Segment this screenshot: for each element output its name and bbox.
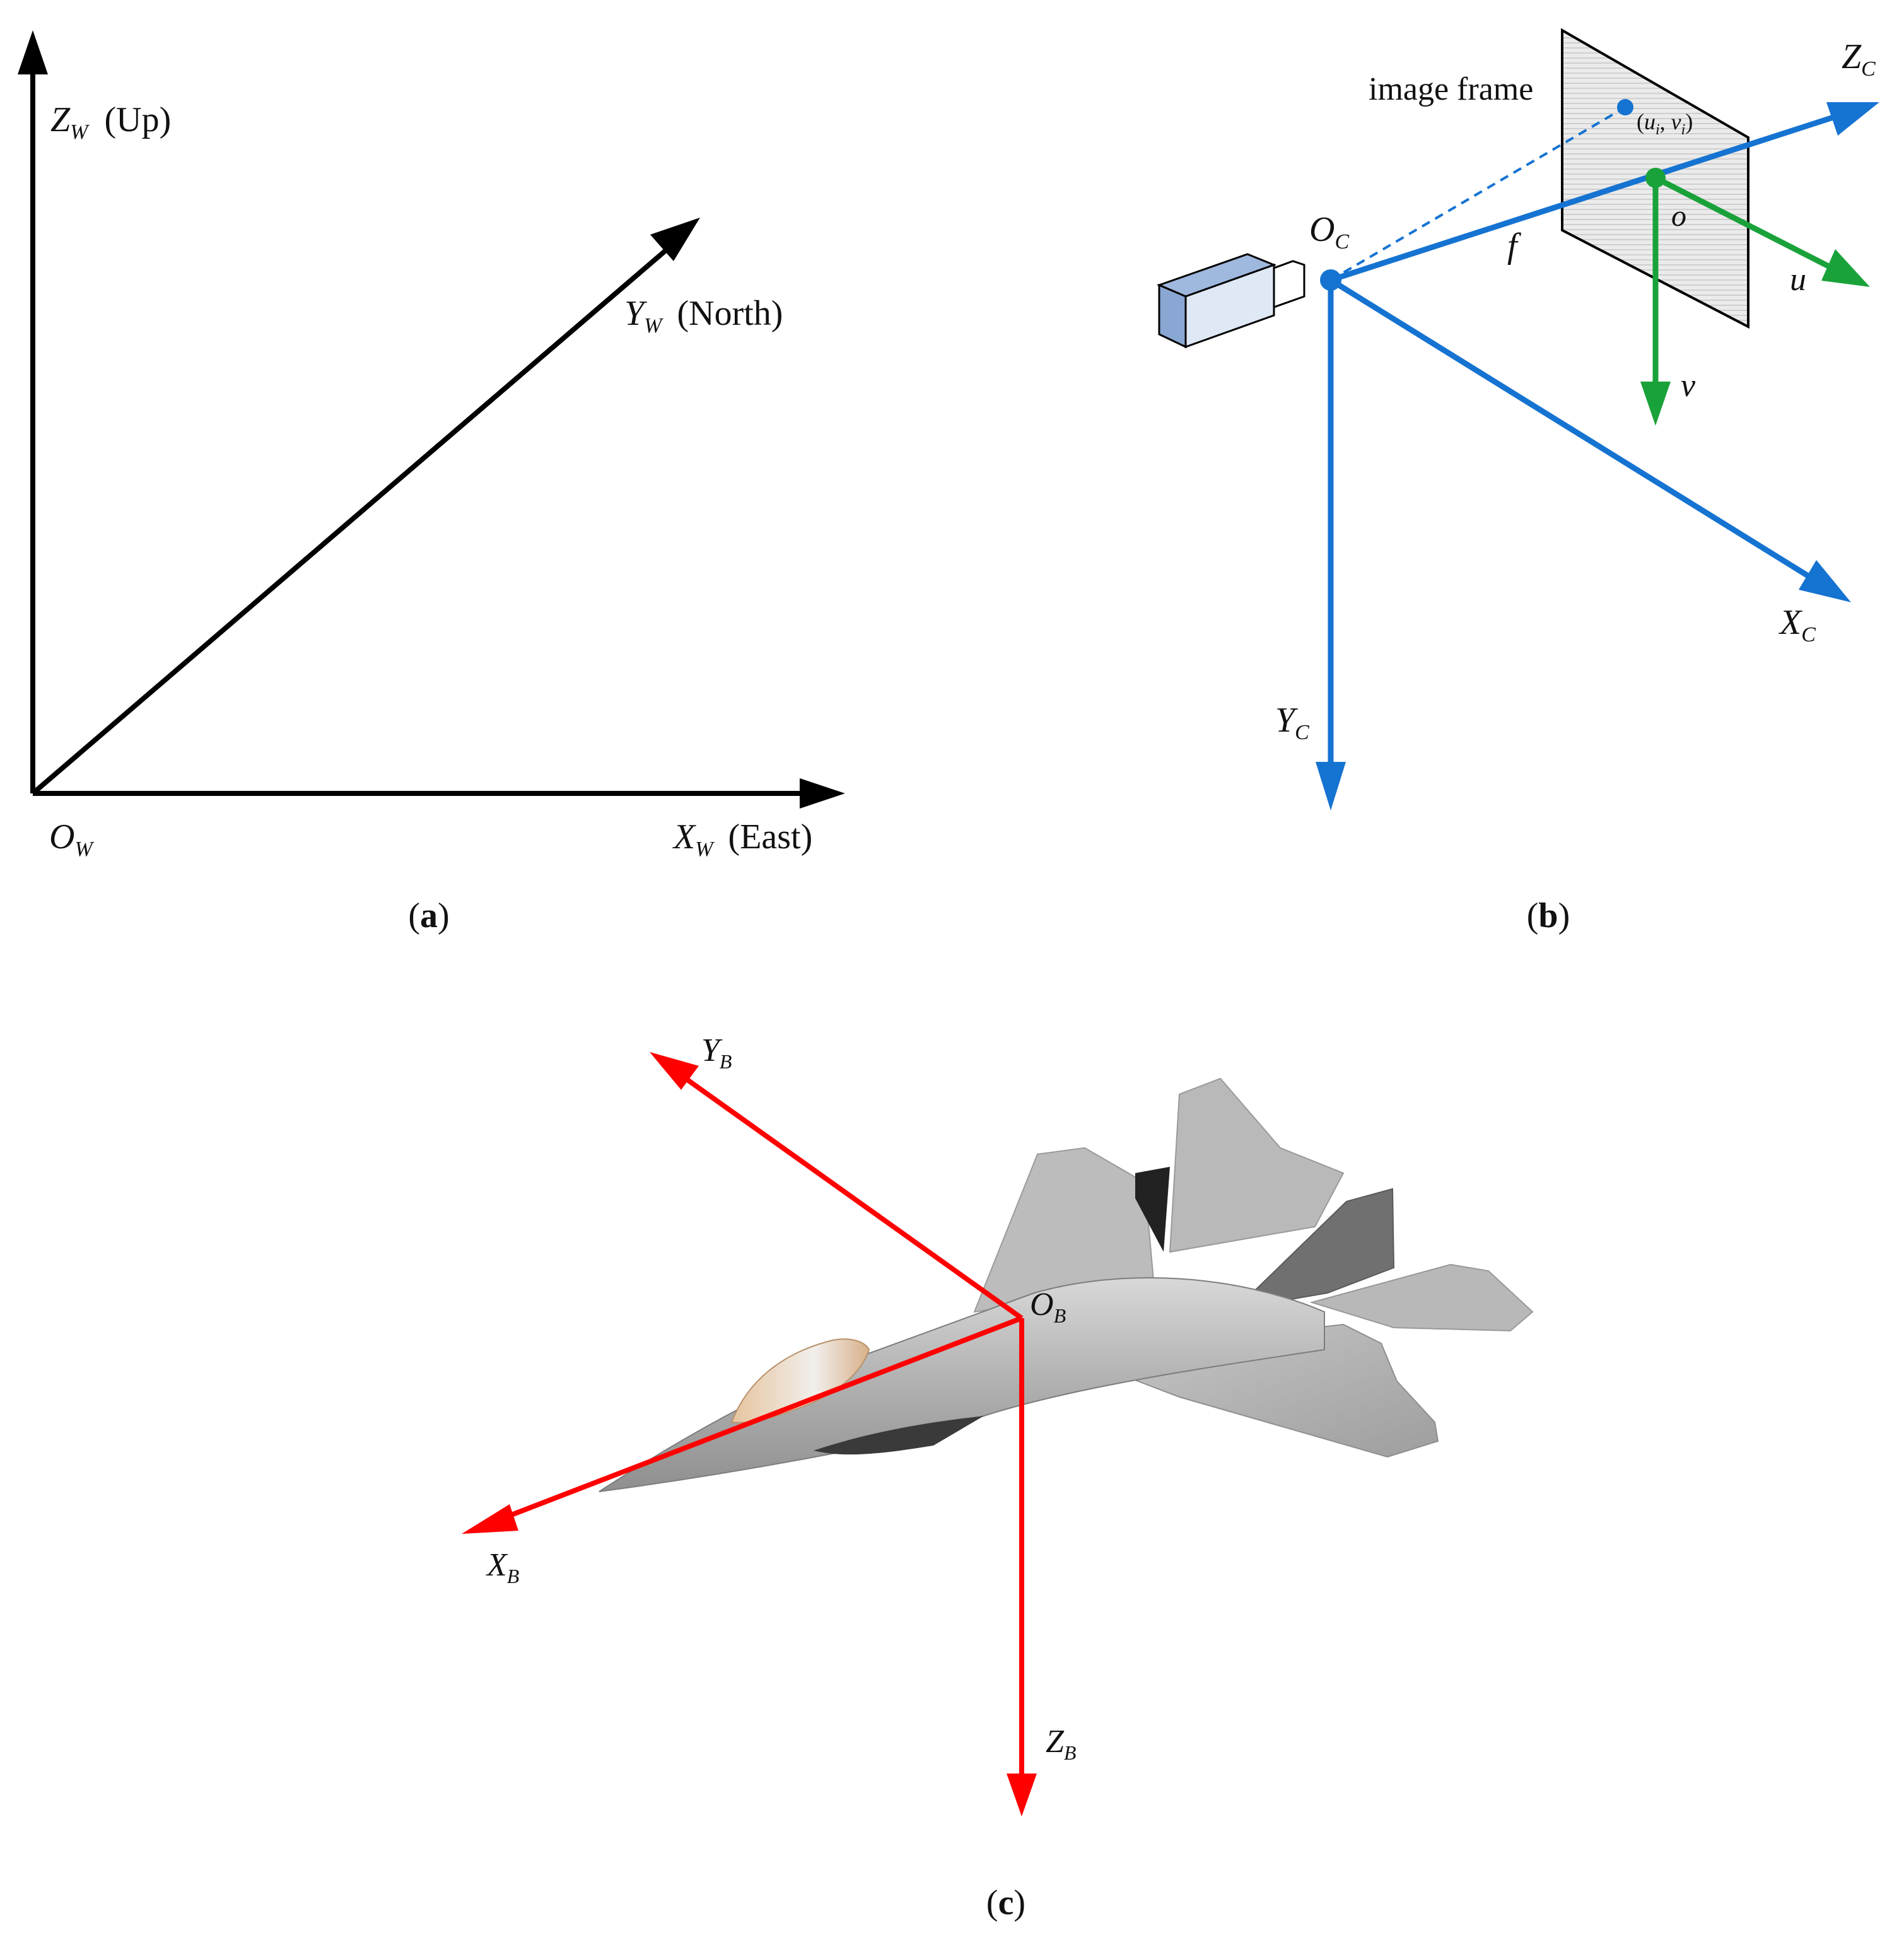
z-b-axis-arrow <box>1007 1318 1037 1816</box>
u-axis-label: u <box>1790 262 1806 298</box>
o-b-origin-label: OB <box>1030 1287 1066 1327</box>
y-b-axis-arrow <box>650 1052 1024 1321</box>
x-w-axis-label: XW(East) <box>672 817 812 861</box>
camera-origin-point <box>1320 269 1341 291</box>
fighter-jet-model <box>599 1077 1534 1492</box>
principal-point <box>1645 168 1666 188</box>
z-b-axis-label: ZB <box>1046 1724 1076 1764</box>
projection-ray-dashed <box>1329 106 1627 281</box>
y-c-axis-label: YC <box>1275 701 1309 744</box>
panel-a-world-frame: ZW(Up) YW(North) XW(East) OW (a) <box>18 30 845 935</box>
z-w-axis-label: ZW(Up) <box>50 100 171 144</box>
z-c-axis-label: ZC <box>1842 37 1876 81</box>
x-b-axis-arrow <box>462 1316 1023 1534</box>
panel-c-body-frame: OB XB YB ZB (c) <box>462 1032 1534 1922</box>
x-b-axis-label: XB <box>486 1547 519 1587</box>
u-axis-arrow <box>1654 175 1870 287</box>
principal-point-label: o <box>1671 199 1686 233</box>
z-c-axis-arrow <box>1329 102 1879 283</box>
image-frame-label: image frame <box>1369 71 1533 107</box>
x-w-axis-arrow <box>33 778 845 809</box>
o-c-origin-label: OC <box>1309 210 1349 254</box>
image-point-ui-vi <box>1617 99 1633 115</box>
panel-c-caption: (c) <box>986 1883 1025 1922</box>
o-w-origin-label: OW <box>49 817 94 861</box>
panel-a-caption: (a) <box>408 896 449 935</box>
image-point-label: (ui, vi) <box>1637 109 1693 138</box>
camera-icon <box>1156 253 1305 349</box>
x-c-axis-label: XC <box>1778 603 1816 646</box>
y-b-axis-label: YB <box>701 1032 732 1073</box>
panel-b-camera-frame: image frame (ui, vi) OC f o u v ZC XC YC… <box>1156 28 1879 935</box>
x-c-axis-arrow <box>1329 278 1851 602</box>
v-axis-arrow <box>1640 178 1671 426</box>
v-axis-label: v <box>1681 368 1696 404</box>
focal-length-label: f <box>1507 226 1522 266</box>
y-w-axis-arrow <box>31 218 700 796</box>
y-c-axis-arrow <box>1316 280 1346 810</box>
z-w-axis-arrow <box>18 30 48 793</box>
panel-b-caption: (b) <box>1527 896 1570 935</box>
y-w-axis-label: YW(North) <box>624 294 783 337</box>
